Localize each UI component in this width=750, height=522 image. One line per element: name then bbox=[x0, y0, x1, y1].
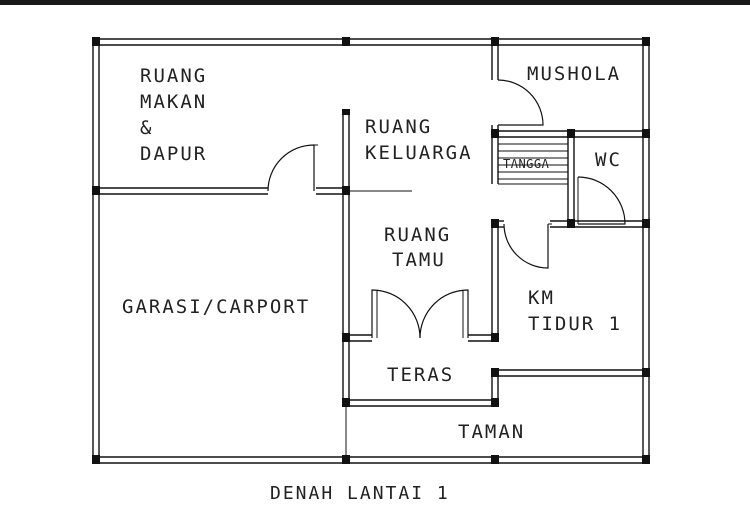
label-km-tidur-1: KM bbox=[528, 287, 555, 309]
top-frame-bar bbox=[0, 0, 750, 5]
room-labels: RUANG MAKAN & DAPUR RUANG KELUARGA MUSHO… bbox=[122, 63, 622, 443]
label-ruang-keluarga-1: RUANG bbox=[365, 116, 432, 138]
label-ruang-keluarga-2: KELUARGA bbox=[365, 142, 473, 164]
label-taman: TAMAN bbox=[458, 421, 525, 443]
label-km-tidur-2: TIDUR 1 bbox=[528, 313, 622, 335]
label-ruang-makan-4: DAPUR bbox=[140, 143, 207, 165]
label-mushola: MUSHOLA bbox=[527, 63, 621, 85]
plan-title: DENAH LANTAI 1 bbox=[270, 483, 450, 504]
label-garasi: GARASI/CARPORT bbox=[122, 296, 310, 318]
label-ruang-tamu-1: RUANG bbox=[384, 224, 451, 246]
label-teras: TERAS bbox=[387, 364, 454, 386]
label-ruang-makan-3: & bbox=[140, 117, 153, 139]
label-ruang-makan-2: MAKAN bbox=[140, 91, 207, 113]
label-ruang-tamu-2: TAMU bbox=[392, 249, 446, 271]
walls bbox=[92, 38, 650, 464]
doors bbox=[267, 79, 626, 339]
column-posts bbox=[92, 37, 650, 464]
label-wc: WC bbox=[595, 149, 622, 171]
label-tangga: TANGGA bbox=[503, 157, 550, 171]
label-ruang-makan-1: RUANG bbox=[140, 65, 207, 87]
